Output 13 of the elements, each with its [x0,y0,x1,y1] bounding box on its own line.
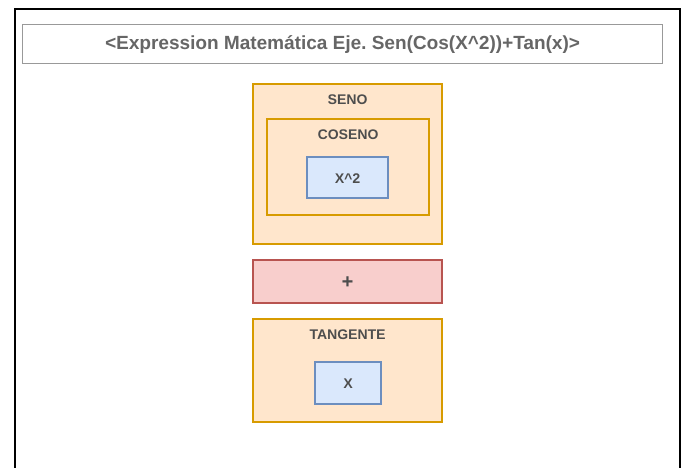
node-label: X^2 [334,170,360,184]
variable-box [306,156,389,199]
operator-box [252,259,443,304]
variable-box [314,361,382,405]
node-label: COSENO [318,127,378,141]
node-label: + [342,272,354,292]
node-label: SENO [328,92,368,106]
function-box [252,318,443,423]
node-label: X [343,376,353,390]
title-box: <Expression Matemática Eje. Sen(Cos(X^2))+Tan(x)> [22,24,663,64]
node-label: TANGENTE [310,327,386,341]
function-box [252,83,443,245]
function-box [266,118,430,216]
